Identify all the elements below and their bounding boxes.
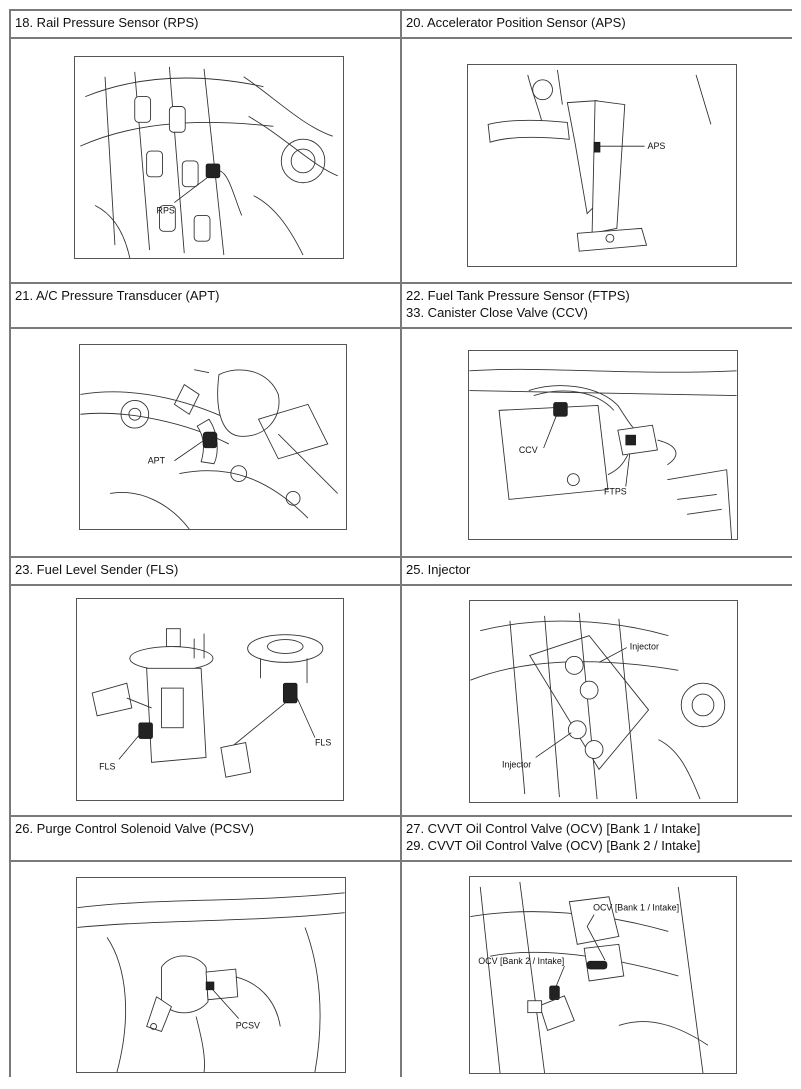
image-cell-apt: APT xyxy=(11,329,400,556)
section-title: 25. Injector xyxy=(406,562,471,577)
pedal-drawing: APS xyxy=(487,69,712,252)
section-header-aps: 20. Accelerator Position Sensor (APS) xyxy=(402,11,792,37)
section-title: 23. Fuel Level Sender (FLS) xyxy=(15,562,179,577)
fls-illustration: FLS FLS xyxy=(76,598,344,801)
section-title: 27. CVVT Oil Control Valve (OCV) [Bank 1… xyxy=(406,821,701,836)
engine-head-drawing: RPS xyxy=(80,66,338,258)
ftps-ccv-illustration: CCV FTPS xyxy=(468,350,738,540)
image-cell-ftps-ccv: CCV FTPS xyxy=(402,329,792,556)
rps-illustration: RPS xyxy=(74,56,344,259)
section-title: 21. A/C Pressure Transducer (APT) xyxy=(15,288,220,303)
section-title: 33. Canister Close Valve (CCV) xyxy=(406,305,588,320)
callout-aps: APS xyxy=(648,141,666,151)
callout-injector-upper: Injector xyxy=(630,642,659,652)
callout-injector-lower: Injector xyxy=(502,759,531,769)
injector-illustration: Injector Injector xyxy=(469,600,738,803)
aps-illustration: APS xyxy=(467,64,737,267)
callout-fls-left: FLS xyxy=(99,761,115,771)
section-title: 18. Rail Pressure Sensor (RPS) xyxy=(15,15,199,30)
image-cell-rps: RPS xyxy=(11,39,400,282)
fuel-pump-drawing: FLS FLS xyxy=(91,628,331,778)
section-header-apt: 21. A/C Pressure Transducer (APT) xyxy=(11,284,400,327)
component-location-table: 18. Rail Pressure Sensor (RPS) 20. Accel… xyxy=(9,9,792,1089)
callout-rps: RPS xyxy=(157,205,175,215)
canister-drawing: CCV FTPS xyxy=(469,368,737,539)
callout-fls-right: FLS xyxy=(315,738,331,748)
purge-valve-drawing: PCSV xyxy=(77,892,345,1072)
image-cell-pcsv: PCSV xyxy=(11,862,400,1089)
section-title: 22. Fuel Tank Pressure Sensor (FTPS) xyxy=(406,288,630,303)
section-header-ftps-ccv: 22. Fuel Tank Pressure Sensor (FTPS) 33.… xyxy=(402,284,792,327)
callout-ocv-bank2: OCV [Bank 2 / Intake] xyxy=(478,956,564,966)
section-title: 29. CVVT Oil Control Valve (OCV) [Bank 2… xyxy=(406,838,701,853)
apt-illustration: APT xyxy=(79,344,347,530)
section-header-pcsv: 26. Purge Control Solenoid Valve (PCSV) xyxy=(11,817,400,860)
section-header-rps: 18. Rail Pressure Sensor (RPS) xyxy=(11,11,400,37)
section-header-fls: 23. Fuel Level Sender (FLS) xyxy=(11,558,400,584)
image-cell-aps: APS xyxy=(402,39,792,282)
ocv-illustration: OCV [Bank 1 / Intake] OCV [Bank 2 / Inta… xyxy=(469,876,737,1074)
section-title: 20. Accelerator Position Sensor (APS) xyxy=(406,15,626,30)
callout-pcsv: PCSV xyxy=(236,1020,260,1030)
callout-ftps: FTPS xyxy=(604,486,627,496)
image-cell-fls: FLS FLS xyxy=(11,586,400,815)
section-title: 26. Purge Control Solenoid Valve (PCSV) xyxy=(15,821,254,836)
image-cell-ocv: OCV [Bank 1 / Intake] OCV [Bank 2 / Inta… xyxy=(402,862,792,1089)
ac-line-drawing: APT xyxy=(80,369,338,529)
callout-ocv-bank1: OCV [Bank 1 / Intake] xyxy=(593,903,679,913)
section-header-ocv: 27. CVVT Oil Control Valve (OCV) [Bank 1… xyxy=(402,817,792,860)
image-cell-injector: Injector Injector xyxy=(402,586,792,815)
callout-ccv: CCV xyxy=(519,445,538,455)
callout-apt: APT xyxy=(148,456,166,466)
pcsv-illustration: PCSV xyxy=(76,877,346,1073)
injector-engine-drawing: Injector Injector xyxy=(470,612,726,800)
ocv-engine-drawing: OCV [Bank 1 / Intake] OCV [Bank 2 / Inta… xyxy=(470,881,709,1073)
section-header-injector: 25. Injector xyxy=(402,558,792,584)
